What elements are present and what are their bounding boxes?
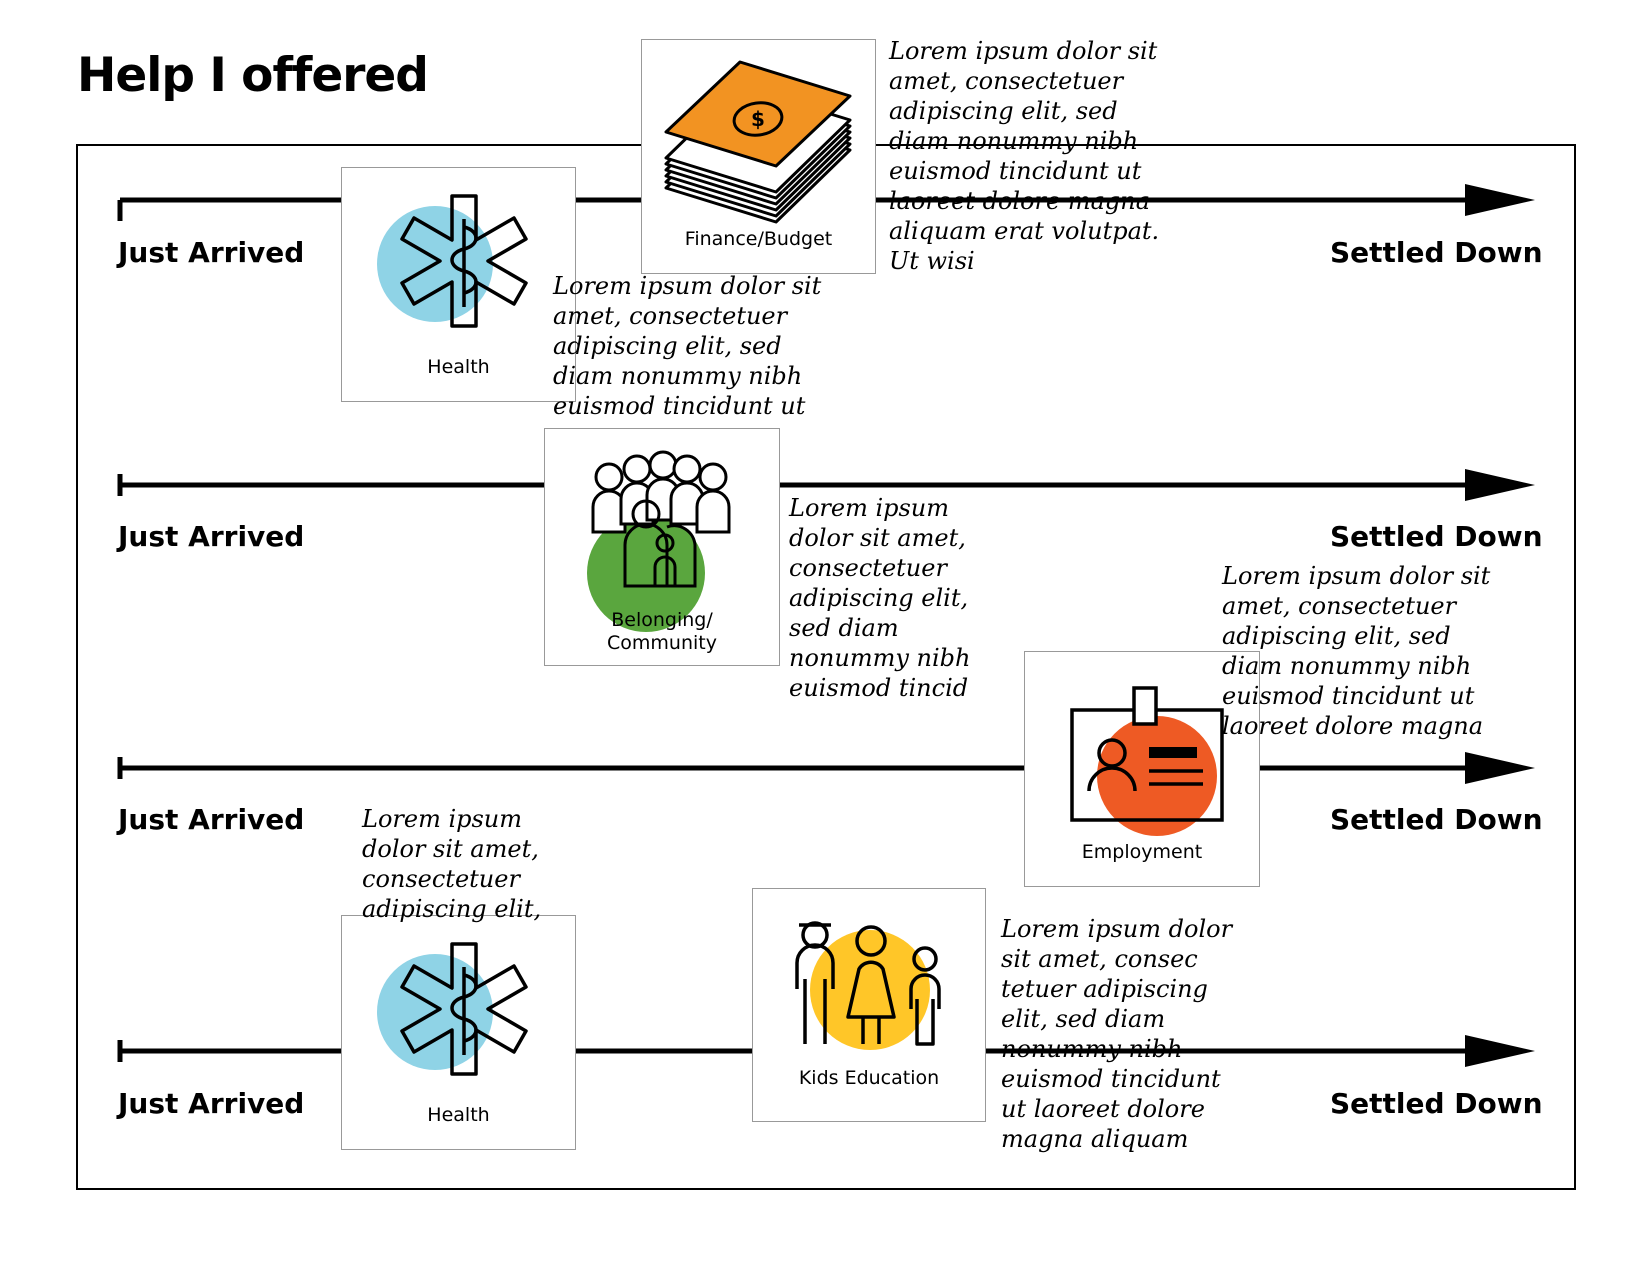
arrow-head-icon (1465, 752, 1535, 784)
health-card-2: Health (341, 915, 576, 1150)
note-line: consectetuer (789, 554, 947, 582)
note-line: euismod tincidunt ut (553, 392, 806, 420)
card-label: Belonging/ Community (545, 609, 779, 655)
note-line: diam nonummy nibh (889, 127, 1139, 155)
note-line: laoreet dolore magna (889, 187, 1151, 215)
note-line: aliquam erat volutpat. (889, 217, 1160, 245)
note-kids-education: Lorem ipsum dolor sit amet, consec tetue… (1001, 914, 1232, 1154)
note-line: tetuer adipiscing (1001, 975, 1208, 1003)
note-employment: Lorem ipsum dolor sit amet, consectetuer… (1222, 561, 1490, 741)
timeline-3-start-label: Just Arrived (118, 803, 305, 836)
note-health-1: Lorem ipsum dolor sit amet, consectetuer… (553, 271, 821, 421)
note-line: adipiscing elit, sed (1222, 622, 1451, 650)
health-card-1: Health (341, 167, 576, 402)
note-line: sed diam (789, 614, 899, 642)
card-label: Health (427, 356, 490, 378)
note-line: ut laoreet dolore (1001, 1095, 1205, 1123)
note-line: amet, consectetuer (1222, 592, 1457, 620)
note-line: laoreet dolore magna (1222, 712, 1484, 740)
card-label: Employment (1081, 841, 1203, 863)
id-badge-icon (1070, 686, 1224, 836)
note-line: adipiscing elit, (789, 584, 969, 612)
community-icon (587, 450, 731, 632)
money-stack-icon: $ (664, 60, 852, 224)
note-line: amet, consectetuer (553, 302, 788, 330)
card-label: Kids Education (798, 1067, 940, 1089)
page-title: Help I offered (77, 48, 429, 103)
note-line: Lorem ipsum (789, 494, 950, 522)
note-line: magna aliquam (1001, 1125, 1189, 1153)
note-finance: Lorem ipsum dolor sit amet, consectetuer… (889, 36, 1159, 276)
card-label: Health (427, 1104, 490, 1126)
note-line: euismod tincidunt ut (1222, 682, 1475, 710)
kids-education-card: Kids Education (752, 888, 986, 1122)
timeline-1-end-label: Settled Down (1330, 236, 1543, 269)
note-line: euismod tincidunt ut (889, 157, 1142, 185)
finance-budget-card: $ Finance/Budget (641, 39, 876, 274)
star-of-life-icon (377, 942, 528, 1076)
note-line: dolor sit amet, (789, 524, 966, 552)
family-icon (795, 921, 941, 1050)
arrow-head-icon (1465, 469, 1535, 501)
note-line: Lorem ipsum dolor sit (1222, 562, 1491, 590)
note-line: euismod tincidunt (1001, 1065, 1221, 1093)
note-line: Lorem ipsum dolor sit (889, 37, 1158, 65)
arrow-head-icon (1465, 184, 1535, 216)
note-line: elit, sed diam (1001, 1005, 1166, 1033)
timeline-4-end-label: Settled Down (1330, 1087, 1543, 1120)
note-line: dolor sit amet, (362, 835, 539, 863)
note-line: Lorem ipsum dolor sit (553, 272, 822, 300)
note-line: adipiscing elit, sed (889, 97, 1118, 125)
card-label-line-1: Belonging/ (611, 609, 713, 631)
note-line: consectetuer (362, 865, 520, 893)
timeline-2-end-label: Settled Down (1330, 520, 1543, 553)
note-line: diam nonummy nibh (553, 362, 803, 390)
note-line: adipiscing elit, sed (553, 332, 782, 360)
timeline-4-start-label: Just Arrived (118, 1087, 305, 1120)
star-of-life-icon (377, 194, 528, 328)
note-community: Lorem ipsum dolor sit amet, consectetuer… (789, 493, 970, 703)
note-line: Lorem ipsum (362, 805, 523, 833)
timeline-2-axis (117, 469, 1535, 501)
timeline-3-end-label: Settled Down (1330, 803, 1543, 836)
timeline-1-start-label: Just Arrived (118, 236, 305, 269)
note-line: Ut wisi (889, 247, 975, 275)
belonging-community-card: Belonging/ Community (544, 428, 780, 666)
note-line: euismod tincid (789, 674, 969, 702)
note-health-2: Lorem ipsum dolor sit amet, consectetuer… (362, 804, 541, 924)
note-line: sit amet, consec (1001, 945, 1198, 973)
note-line: amet, consectetuer (889, 67, 1124, 95)
employment-card: Employment (1024, 651, 1260, 887)
card-label: Finance/Budget (684, 228, 833, 250)
arrow-head-icon (1465, 1035, 1535, 1067)
svg-text:$: $ (751, 107, 765, 131)
note-line: diam nonummy nibh (1222, 652, 1472, 680)
card-label-line-2: Community (607, 632, 717, 654)
note-line: nonummy nibh (789, 644, 971, 672)
timeline-2-start-label: Just Arrived (118, 520, 305, 553)
note-line: adipiscing elit, (362, 895, 542, 923)
timeline-3-axis (117, 752, 1535, 784)
note-line: Lorem ipsum dolor (1001, 915, 1233, 943)
note-line: nonummy nibh (1001, 1035, 1183, 1063)
